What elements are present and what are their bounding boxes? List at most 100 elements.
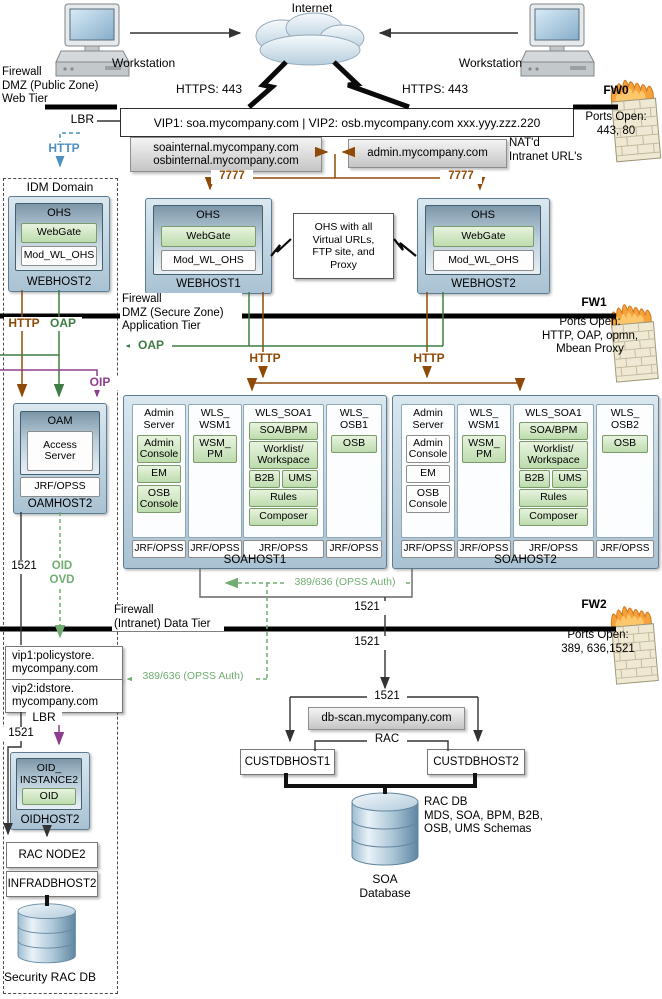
db-thick-joins xyxy=(45,773,477,906)
rac-label: RAC xyxy=(367,733,407,747)
admin-console-box: Admin Console xyxy=(406,435,450,463)
port-7777-right-label: 7777 xyxy=(440,170,482,184)
idm-domain-title: IDM Domain xyxy=(26,180,94,194)
jrf-opss-box: JRF/OPSS xyxy=(132,540,186,558)
idm-webhost2-label: WEBHOST2 xyxy=(26,276,92,288)
oid-instance2-panel: OID_ INSTANCE2 OID xyxy=(16,758,82,810)
soahost1-label: SOAHOST1 xyxy=(223,554,287,566)
column-title: Admin Server xyxy=(143,407,175,431)
port-1521-oam-label: 1521 xyxy=(5,560,43,574)
jrf-opss-box: JRF/OPSS xyxy=(326,540,382,558)
webhost1-mod-wl-ohs-box: Mod_WL_OHS xyxy=(161,250,256,271)
http-idm-label: HTTP xyxy=(4,316,44,331)
oip-purple-lines xyxy=(0,369,103,746)
admin-console-box: Admin Console xyxy=(137,435,181,463)
oap-arrow-label: OAP xyxy=(130,338,172,353)
lbr-top-label: LBR xyxy=(70,112,94,126)
soahost2: Admin Server Admin Console EM OSB Consol… xyxy=(392,395,659,569)
idm-domain-container xyxy=(3,178,118,994)
oid-instance2-title: OID_ INSTANCE2 xyxy=(19,762,79,786)
port-1521-idm-label: 1521 xyxy=(3,727,39,741)
vip1-policystore-box: vip1:policystore. mycompany.com xyxy=(5,646,123,680)
soahost2-wsm-column: WLS_ WSM1 WSM_ PM xyxy=(457,404,511,538)
https-left-label: HTTPS: 443 xyxy=(175,82,243,96)
jrf-opss-box: JRF/OPSS xyxy=(401,540,455,558)
em-box: EM xyxy=(137,465,181,483)
http-soahost2-label: HTTP xyxy=(405,351,453,366)
osb-box: OSB xyxy=(331,435,377,453)
soahost2-label: SOAHOST2 xyxy=(494,554,557,566)
soa-database-icon xyxy=(351,792,419,866)
fw0-ports-label: Ports Open: 443, 80 xyxy=(585,111,647,137)
jrf-opss-box: JRF/OPSS xyxy=(243,540,324,558)
fw1-name: FW1 xyxy=(581,295,607,309)
oamhost2-label: OAMHOST2 xyxy=(27,498,93,510)
osb-console-box: OSB Console xyxy=(406,485,450,513)
webhost2-label: WEBHOST2 xyxy=(451,278,516,290)
column-title: WLS_ WSM1 xyxy=(468,407,500,431)
fw2-zone-label: Firewall (Intranet) Data Tier xyxy=(112,604,224,631)
security-rac-db-icon xyxy=(17,903,76,964)
internet-cloud-icon xyxy=(255,12,365,66)
em-box: EM xyxy=(406,465,450,483)
osb-box: OSB xyxy=(602,435,648,453)
wsm-pm-box: WSM_ PM xyxy=(193,435,237,463)
webhost1-webgate-box: WebGate xyxy=(161,226,256,247)
oidhost2: OID_ INSTANCE2 OID OIDHOST2 xyxy=(10,752,90,830)
webhost1-ohs-panel: OHS WebGate Mod_WL_OHS xyxy=(153,205,263,275)
nat-note-label: NAT'd Intranet URL's xyxy=(509,137,583,163)
port-1521-above-fw2-label: 1521 xyxy=(348,601,386,615)
column-title: WLS_SOA1 xyxy=(255,407,312,419)
column-title: WLS_ OSB1 xyxy=(339,407,369,431)
lightning-bolts xyxy=(247,60,417,257)
http-soahost1-label: HTTP xyxy=(241,351,289,366)
idm-webhost2: OHS WebGate Mod_WL_OHS WEBHOST2 xyxy=(8,196,110,292)
fw2-ports-label: Ports Open: 389, 636,1521 xyxy=(561,629,635,655)
column-title: Admin Server xyxy=(412,407,444,431)
jrf-opss-box: JRF/OPSS xyxy=(596,540,654,558)
soahost1: Admin Server Admin Console EM OSB Consol… xyxy=(123,395,387,569)
oam-title: OAM xyxy=(47,415,73,427)
webhost2-ohs-title: OHS xyxy=(471,209,495,221)
soahost1-admin-server-column: Admin Server Admin Console EM OSB Consol… xyxy=(132,404,186,538)
fw0-zone-label: Firewall DMZ (Public Zone) Web Tier xyxy=(2,66,99,105)
oam-panel: OAM Access Server xyxy=(20,411,100,475)
jrf-opss-box: JRF/OPSS xyxy=(188,540,242,558)
osb-console-box: OSB Console xyxy=(137,485,181,513)
fw1-ports-label: Ports Open: HTTP, OAP, opmn, Mbean Proxy xyxy=(541,316,639,355)
fw2-name: FW2 xyxy=(581,597,607,611)
idm-ohs-title: OHS xyxy=(47,207,71,219)
rac-db-schemas-label: RAC DB MDS, SOA, BPM, B2B, OSB, UMS Sche… xyxy=(424,796,543,835)
oid-box: OID xyxy=(22,788,76,805)
soahost1-soa-column: WLS_SOA1 SOA/BPM Worklist/ Workspace B2B… xyxy=(243,404,324,538)
port-1521-below-fw2-label: 1521 xyxy=(348,636,386,650)
webhost2-mod-wl-ohs-box: Mod_WL_OHS xyxy=(433,250,534,271)
rac-node2-box: RAC NODE2 xyxy=(6,842,98,868)
b2b-box: B2B xyxy=(249,470,280,488)
webhost2: OHS WebGate Mod_WL_OHS WEBHOST2 xyxy=(417,198,550,294)
opss-auth-lower-label: 389/636 (OPSS Auth) xyxy=(132,670,254,684)
ums-box: UMS xyxy=(552,470,588,488)
security-rac-db-label: Security RAC DB xyxy=(3,970,97,984)
infradbhost2-box: INFRADBHOST2 xyxy=(6,871,98,897)
port-1521-db-label: 1521 xyxy=(367,690,407,704)
oidhost2-label: OIDHOST2 xyxy=(20,814,80,826)
column-title: WLS_SOA1 xyxy=(525,407,582,419)
lbr-bottom-label: LBR xyxy=(26,710,62,725)
opss-auth-upper-label: 389/636 (OPSS Auth) xyxy=(285,576,405,590)
webhost2-ohs-panel: OHS WebGate Mod_WL_OHS xyxy=(425,205,541,275)
column-title: WLS_ OSB2 xyxy=(610,407,640,431)
ums-box: UMS xyxy=(282,470,318,488)
rules-box: Rules xyxy=(519,489,588,507)
workstation-right-label: Workstation xyxy=(458,56,522,70)
oip-label: OIP xyxy=(80,375,120,390)
internal-urls-box: soainternal.mycompany.com osbinternal.my… xyxy=(130,137,322,172)
wsm-pm-box: WSM_ PM xyxy=(462,435,506,463)
worklist-workspace-box: Worklist/ Workspace xyxy=(519,441,588,469)
firewall-lines xyxy=(0,104,618,632)
webhost1: OHS WebGate Mod_WL_OHS WEBHOST1 xyxy=(145,198,272,294)
soa-database-label: SOA Database xyxy=(359,872,411,900)
http-lbr-label: HTTP xyxy=(40,141,88,156)
soahost1-osb-column: WLS_ OSB1 OSB xyxy=(326,404,382,538)
